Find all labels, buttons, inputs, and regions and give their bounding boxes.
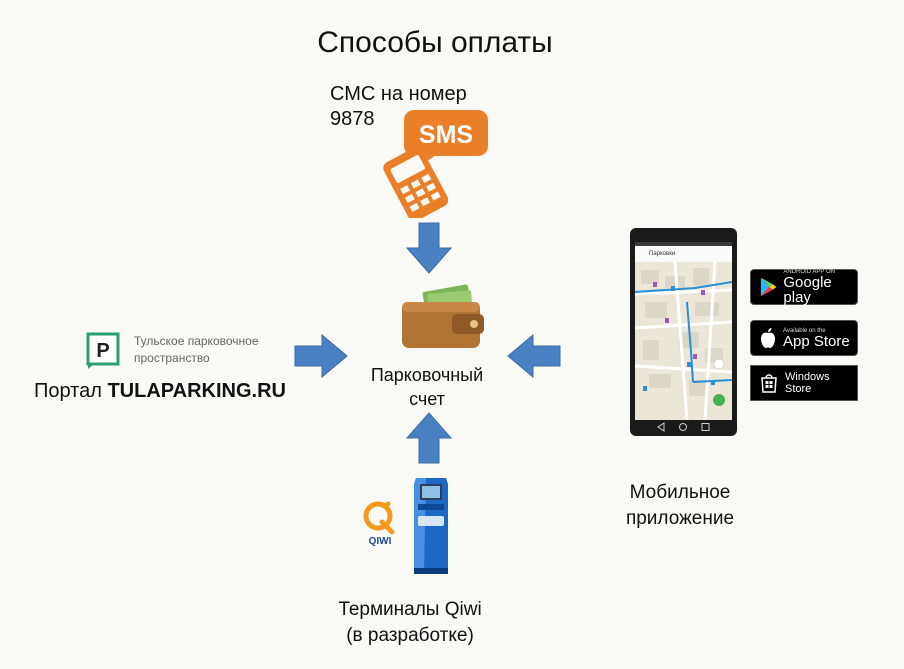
- portal-brand-line2: пространство: [134, 351, 210, 365]
- windows-store-badge[interactable]: Windows Store: [750, 365, 858, 401]
- portal-brand-name: Тульское парковочное пространство: [134, 333, 259, 367]
- wallet-icon: [402, 284, 484, 348]
- qiwi-terminals-caption: Терминалы Qiwi (в разработке): [300, 597, 520, 649]
- qiwi-caption-line2: (в разработке): [346, 625, 474, 646]
- qiwi-caption-line1: Терминалы Qiwi: [338, 599, 482, 620]
- sms-caption-line2: 9878: [330, 108, 375, 130]
- arrow-up-icon: [406, 412, 452, 464]
- app-store-label: App Store: [783, 332, 850, 350]
- google-play-label: Google play: [783, 274, 832, 306]
- app-store-badge[interactable]: Available on the App Store: [750, 320, 858, 356]
- page-title: Способы оплаты: [317, 26, 553, 59]
- apple-icon: [761, 328, 775, 348]
- arrow-right-icon: [294, 334, 348, 378]
- windows-store-line1: Windows: [785, 371, 830, 383]
- phone-screen: Парковки: [635, 242, 732, 420]
- parking-account-line2: счет: [409, 389, 445, 409]
- phone-nav-buttons: [657, 422, 710, 432]
- portal-caption-prefix: Портал: [34, 380, 108, 402]
- app-title: Парковки: [635, 246, 732, 262]
- google-play-small-text: ANDROID APP ON: [783, 269, 835, 275]
- arrow-left-icon: [507, 334, 561, 378]
- qiwi-terminal-icon: [414, 478, 448, 574]
- parking-logo-letter: P: [96, 340, 109, 362]
- windows-store-line2: Store: [785, 383, 812, 395]
- sms-caption-line1: СМС на номер: [330, 83, 467, 105]
- parking-account-caption: Парковочный счет: [352, 363, 502, 411]
- portal-site-link[interactable]: TULAPARKING.RU: [107, 380, 286, 402]
- phone-screenshot: Парковки: [630, 228, 737, 436]
- google-play-icon: [760, 277, 777, 297]
- portal-brand-line1: Тульское парковочное: [134, 334, 259, 348]
- app-store-small-text: Available on the: [783, 327, 826, 334]
- sms-phone-icon: SMS: [383, 110, 488, 218]
- sms-caption: СМС на номер 9878: [330, 82, 467, 132]
- phone-status-bar: [635, 242, 732, 246]
- windows-store-icon: [761, 374, 777, 393]
- map-view: [635, 262, 732, 420]
- mobile-app-caption: Мобильное приложение: [614, 480, 746, 532]
- parking-account-line1: Парковочный: [370, 365, 484, 385]
- parking-logo-icon: P: [86, 332, 120, 369]
- sms-icon-text: SMS: [419, 121, 473, 149]
- arrow-down-icon: [406, 222, 452, 274]
- mobile-caption-line2: приложение: [625, 508, 735, 529]
- qiwi-logo-icon: QIWI: [363, 501, 395, 547]
- portal-caption: Портал TULAPARKING.RU: [34, 380, 286, 403]
- qiwi-logo-text: QIWI: [369, 536, 392, 547]
- google-play-badge[interactable]: ANDROID APP ON Google play: [750, 269, 858, 305]
- mobile-caption-line1: Мобильное: [629, 482, 731, 503]
